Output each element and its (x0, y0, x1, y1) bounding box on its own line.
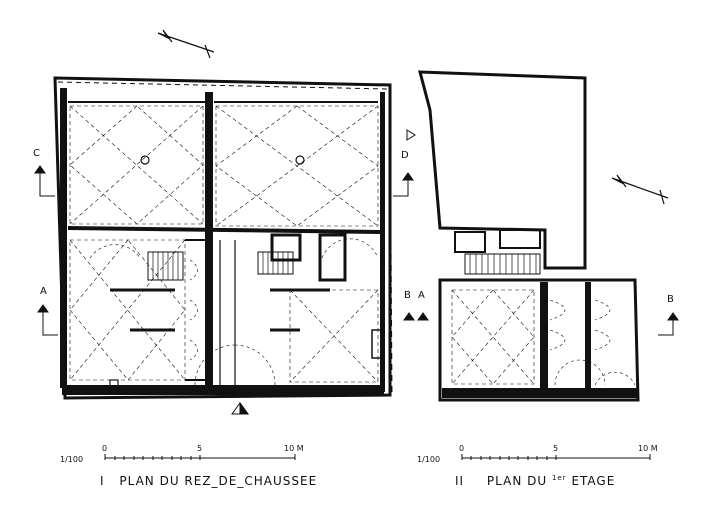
section-label-b-right: B (667, 294, 674, 305)
caption-ground-title: PLAN DU REZ_DE_CHAUSSEE (119, 474, 318, 488)
caption-first-title-b: ETAGE (571, 474, 616, 488)
caption-first-title-sup: 1er (551, 474, 567, 482)
section-label-c: C (33, 148, 40, 159)
caption-ground-numeral: I (100, 474, 105, 488)
scale-tick-5-first: 5 (553, 444, 559, 453)
north-arrow-icon-2 (611, 174, 669, 205)
scale-tick-5-ground: 5 (197, 444, 203, 453)
scale-ratio-first: 1/100 (417, 455, 441, 464)
section-label-d: D (401, 150, 409, 161)
scale-tick-0-first: 0 (459, 444, 465, 453)
scale-bar-first (461, 454, 651, 460)
caption-first-title-a: PLAN DU (486, 474, 548, 488)
scale-bar-ground (104, 454, 296, 460)
section-label-a-mid: A (418, 290, 425, 301)
caption-ground-floor: I PLAN DU REZ_DE_CHAUSSEE (100, 474, 317, 488)
section-label-a: A (40, 286, 47, 297)
caption-first-numeral: II (455, 474, 465, 488)
section-label-b-mid: B (404, 290, 411, 301)
ground-floor-plan (53, 76, 393, 400)
section-arrow-icons (34, 129, 679, 415)
scale-tick-10-first: 10 M (638, 444, 658, 453)
scale-ratio-ground: 1/100 (60, 455, 84, 464)
scale-tick-10-ground: 10 M (284, 444, 304, 453)
scale-tick-0-ground: 0 (102, 444, 108, 453)
caption-first-floor: II PLAN DU 1er ETAGE (455, 474, 615, 488)
north-arrow-icon (157, 29, 215, 59)
first-floor-plan (418, 70, 640, 402)
